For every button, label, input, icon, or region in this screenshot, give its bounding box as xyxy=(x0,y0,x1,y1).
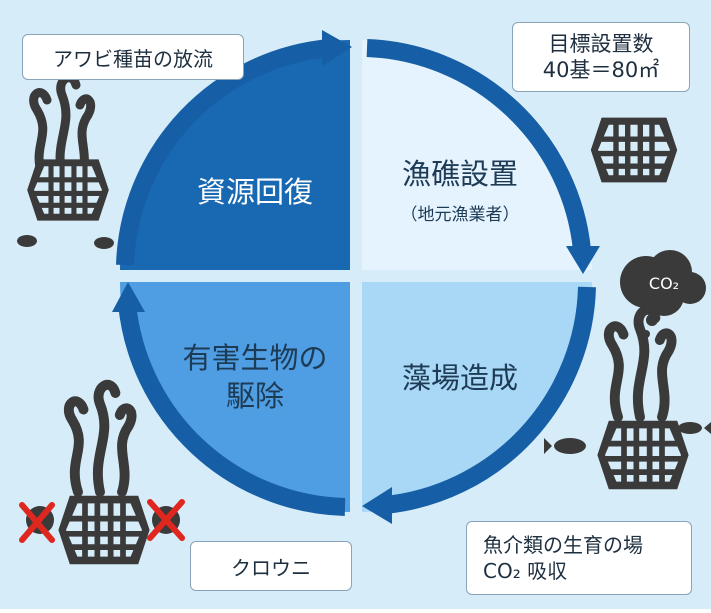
callout-target-line1: 目標設置数 xyxy=(548,31,654,56)
quadrant-pest-removal xyxy=(120,282,350,512)
callout-fish-habitat-line2: CO₂ 吸収 xyxy=(483,559,568,583)
callout-fish-habitat: 魚介類の生育の場 CO₂ 吸収 xyxy=(466,521,692,595)
co2-label: CO₂ xyxy=(649,274,679,293)
co2-cloud-icon: CO₂ xyxy=(620,250,706,338)
label-reef-installation: 漁礁設置 xyxy=(401,157,518,191)
basket-reef-icon xyxy=(591,118,677,183)
callout-abalone-release: アワビ種苗の放流 xyxy=(22,34,244,80)
cycle-arrow-icon xyxy=(116,39,596,516)
callout-target-line2: 40基＝80㎡ xyxy=(542,58,660,82)
quadrant-reef-installation xyxy=(362,40,592,270)
label-local-fishers: （地元漁業者） xyxy=(400,205,520,225)
callout-sea-urchin: クロウニ xyxy=(190,541,352,591)
red-cross-icon xyxy=(19,499,185,543)
abalone-icon xyxy=(17,235,114,249)
label-resource-recovery: 資源回復 xyxy=(196,175,313,209)
label-seaweed-bed: 藻場造成 xyxy=(401,361,518,395)
label-pest-removal-line1: 有害生物の xyxy=(182,341,328,375)
callout-abalone-release-text: アワビ種苗の放流 xyxy=(53,46,213,71)
label-pest-removal-line2: 駆除 xyxy=(225,379,284,413)
quadrant-seaweed-bed xyxy=(362,282,592,512)
callout-target-count: 目標設置数 40基＝80㎡ xyxy=(512,22,690,92)
quadrant-resource-recovery xyxy=(120,40,350,270)
callout-sea-urchin-text: クロウニ xyxy=(231,555,311,580)
cycle-arrowheads xyxy=(112,30,600,524)
fish-icon xyxy=(544,422,711,454)
callout-fish-habitat-line1: 魚介類の生育の場 xyxy=(483,533,643,557)
